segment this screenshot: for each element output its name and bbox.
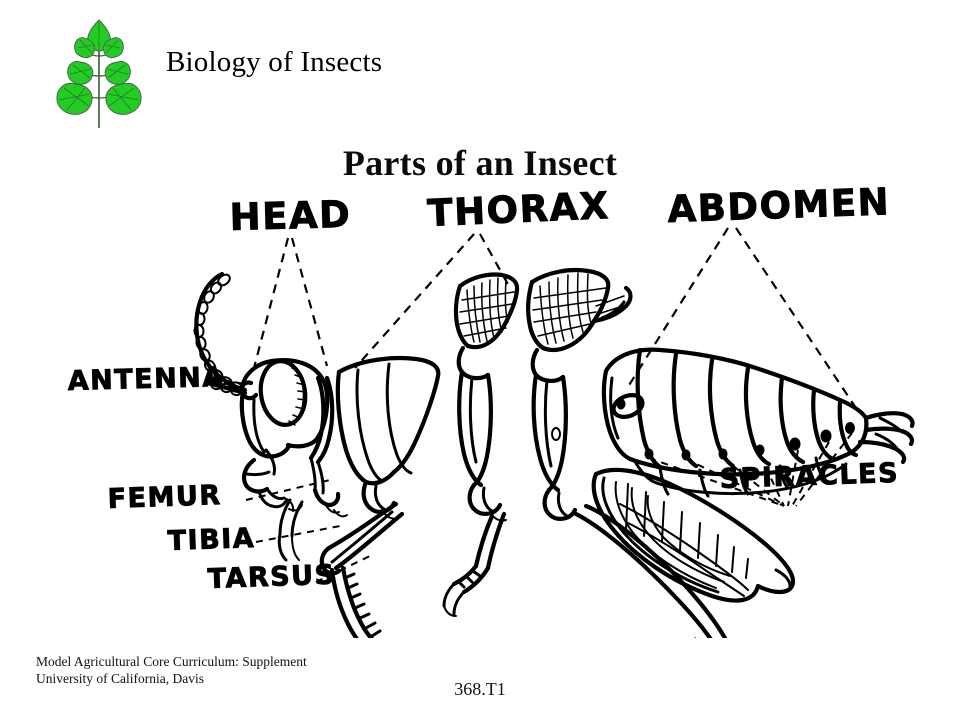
spiracle-leader-lines (648, 432, 853, 507)
insect-front-leg (319, 501, 405, 638)
insect-hind-leg (573, 503, 728, 638)
label-tibia: TIBIA (167, 523, 256, 557)
label-tarsus: TARSUS (207, 560, 336, 595)
label-antenna: ANTENNA (67, 362, 225, 397)
spiracle-dots (644, 422, 855, 461)
leader-lines (252, 227, 861, 415)
footer-credit: Model Agricultural Core Curriculum: Supp… (36, 653, 307, 687)
insect-prothorax (335, 355, 441, 520)
insect-mesothorax (453, 272, 520, 522)
left-label-leaders (209, 377, 371, 583)
label-femur: FEMUR (107, 480, 222, 515)
page-title: Parts of an Insect (342, 143, 618, 183)
label-thorax: THORAX (427, 184, 611, 235)
insect-forewing (591, 467, 796, 603)
page-number: 368.T1 (454, 679, 506, 699)
insect-abdomen (601, 347, 915, 498)
insect-foreleg-far (277, 498, 304, 562)
insect-metathorax (526, 267, 633, 521)
diagram-labels: HEAD THORAX ABDOMEN ANTENNA FEMUR TIBIA … (67, 180, 900, 596)
insect-head (239, 358, 348, 518)
label-spiracles: SPIRACLES (719, 458, 899, 495)
label-abdomen: ABDOMEN (667, 180, 891, 231)
antenna-leader (209, 377, 246, 385)
insect-body-art (193, 267, 915, 638)
insect-anatomy-diagram: HEAD THORAX ABDOMEN ANTENNA FEMUR TIBIA … (40, 178, 930, 638)
footer-line-1: Model Agricultural Core Curriculum: Supp… (36, 654, 307, 669)
insect-middle-leg (442, 511, 507, 617)
header-title: Biology of Insects (166, 46, 383, 78)
label-head: HEAD (229, 193, 352, 239)
footer-line-2: University of California, Davis (36, 671, 204, 686)
tarsus-leader (315, 555, 371, 583)
femur-leader (245, 479, 331, 501)
plant-leaves-logo (44, 12, 154, 130)
tibia-leader (255, 525, 341, 543)
